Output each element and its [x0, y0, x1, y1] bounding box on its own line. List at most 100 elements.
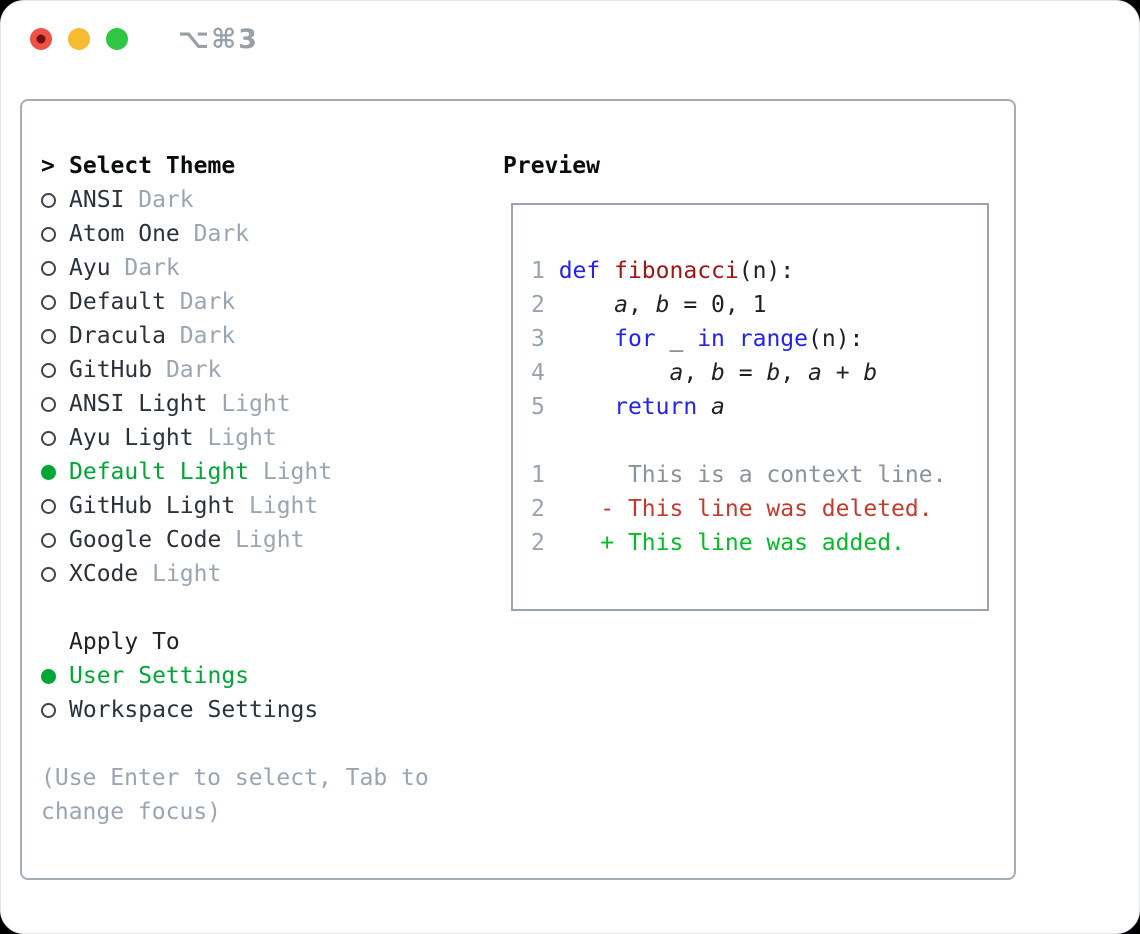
radio-icon — [41, 260, 69, 276]
option-label: Atom One — [69, 221, 180, 247]
theme-option-atom-one[interactable]: Atom One Dark — [41, 217, 501, 251]
code-token — [697, 394, 711, 420]
theme-variant-label: Dark — [165, 323, 236, 349]
code-token: in — [697, 326, 725, 352]
theme-variant-label: Light — [221, 527, 305, 553]
option-label: GitHub — [69, 357, 153, 383]
theme-option-default-light[interactable]: Default Light Light — [41, 455, 501, 489]
code-token — [559, 496, 601, 522]
apply-option-workspace-settings[interactable]: Workspace Settings — [41, 693, 501, 727]
spacer — [41, 591, 501, 625]
traffic-lights — [30, 28, 128, 50]
preview-line — [531, 424, 987, 458]
focus-prompt-icon: > — [41, 153, 55, 179]
preview-header: Preview — [503, 153, 600, 179]
option-label: Ayu Light — [69, 425, 194, 451]
radio-icon — [41, 294, 69, 310]
code-token: , — [627, 292, 656, 318]
option-label: ANSI Light — [69, 391, 208, 417]
code-token — [559, 530, 601, 556]
keyboard-hint: (Use Enter to select, Tab to change focu… — [41, 765, 429, 825]
radio-icon — [41, 328, 69, 344]
option-label: Default Light — [69, 459, 250, 485]
code-token — [725, 326, 739, 352]
preview-line: 4 a, b = b, a + b — [531, 356, 987, 390]
preview-line: 2 a, b = 0, 1 — [531, 288, 987, 322]
radio-icon — [41, 566, 69, 582]
option-label: XCode — [69, 561, 139, 587]
code-token: b — [711, 360, 725, 386]
code-token: a — [808, 360, 822, 386]
code-token: b — [863, 360, 878, 386]
radio-selected-icon — [41, 464, 69, 480]
code-token — [559, 292, 614, 318]
option-label: Ayu — [69, 255, 111, 281]
code-token: (n): — [738, 258, 795, 284]
radio-icon — [41, 498, 69, 514]
radio-selected-icon — [41, 668, 69, 684]
theme-option-ansi[interactable]: ANSI Dark — [41, 183, 501, 217]
zoom-button[interactable] — [106, 28, 128, 50]
code-token: _ — [655, 326, 698, 352]
theme-option-ayu[interactable]: Ayu Dark — [41, 251, 501, 285]
theme-variant-label: Dark — [152, 357, 222, 383]
radio-icon — [41, 702, 69, 718]
preview-line: 3 for _ in range(n): — [531, 322, 987, 356]
code-token: for — [614, 326, 656, 352]
option-label: Dracula — [69, 323, 166, 349]
theme-variant-label: Light — [193, 425, 277, 451]
theme-option-github[interactable]: GitHub Dark — [41, 353, 501, 387]
theme-variant-label: Light — [235, 493, 319, 519]
theme-option-xcode[interactable]: XCode Light — [41, 557, 501, 591]
code-token: + This line was added. — [600, 530, 905, 556]
option-label: GitHub Light — [69, 493, 236, 519]
code-token — [600, 258, 614, 284]
theme-variant-label: Dark — [110, 255, 180, 281]
theme-option-google-code[interactable]: Google Code Light — [41, 523, 501, 557]
code-token: a — [669, 360, 684, 386]
code-token: a — [614, 292, 628, 318]
minimize-button[interactable] — [68, 28, 90, 50]
code-token: , — [780, 360, 809, 386]
theme-option-ansi-light[interactable]: ANSI Light Light — [41, 387, 501, 421]
option-label: User Settings — [69, 663, 250, 689]
line-number: 2 — [531, 496, 559, 522]
select-theme-title: Select Theme — [69, 153, 236, 179]
preview-line: 1 This is a context line. — [531, 458, 987, 492]
code-token: + — [821, 360, 864, 386]
option-label: Workspace Settings — [69, 697, 319, 723]
code-token: b — [655, 292, 670, 318]
option-label: Default — [69, 289, 166, 315]
theme-option-default[interactable]: Default Dark — [41, 285, 501, 319]
preview-line: 5 return a — [531, 390, 987, 424]
code-token: def — [558, 258, 601, 284]
theme-variant-label: Dark — [124, 187, 194, 213]
title-bar: ⌥⌘3 — [1, 1, 1139, 77]
option-label: Google Code — [69, 527, 222, 553]
theme-option-github-light[interactable]: GitHub Light Light — [41, 489, 501, 523]
preview-line: 2 - This line was deleted. — [531, 492, 987, 526]
code-token: a — [711, 394, 725, 420]
radio-icon — [41, 362, 69, 378]
apply-option-user-settings[interactable]: User Settings — [41, 659, 501, 693]
theme-option-dracula[interactable]: Dracula Dark — [41, 319, 501, 353]
theme-variant-label: Light — [207, 391, 291, 417]
code-token: - This line was deleted. — [600, 496, 933, 522]
line-number: 5 — [531, 394, 559, 420]
code-token: = — [724, 360, 767, 386]
apply-to-title: Apply To — [69, 629, 180, 655]
code-token: b — [766, 360, 781, 386]
code-token: This is a context line. — [627, 462, 947, 488]
theme-variant-label: Dark — [165, 289, 236, 315]
line-number: 1 — [531, 258, 559, 284]
code-token — [559, 360, 670, 386]
code-token: , — [683, 360, 712, 386]
theme-option-ayu-light[interactable]: Ayu Light Light — [41, 421, 501, 455]
close-button[interactable] — [30, 28, 52, 50]
select-theme-header: > Select Theme — [41, 149, 501, 183]
